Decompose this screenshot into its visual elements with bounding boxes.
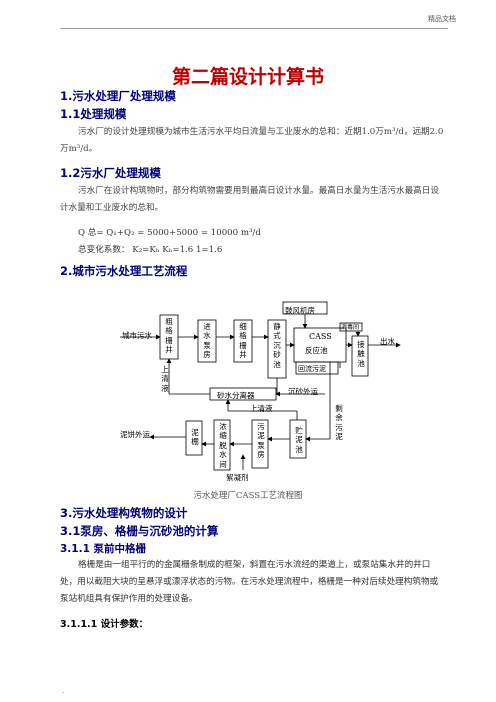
- label-supernatant-2: 上清液: [250, 404, 273, 413]
- label-lift-pump: 进水泵房: [202, 322, 212, 360]
- section-heading-1-2: 1.2污水厂处理规模: [60, 166, 161, 180]
- label-supernatant-1-char: 清: [161, 374, 169, 384]
- label-effluent: 出水: [380, 337, 395, 346]
- section-heading-3-1: 3.1泵房、格栅与沉砂池的计算: [60, 524, 219, 538]
- label-lift-pump-char: 水: [203, 331, 211, 341]
- section-1-2-text: 污水厂在设计构筑物时，部分构筑物需要用到最高日设计水量。最高日水量为生活污水最高…: [60, 186, 439, 213]
- label-grit-chamber-char: 静: [273, 322, 281, 331]
- label-fine-screen-char: 井: [239, 350, 247, 360]
- header-divider: [60, 28, 448, 29]
- label-dewatering-char: 水: [219, 450, 227, 460]
- label-city-sewage: 城市污水: [122, 331, 152, 340]
- label-sludge-tank-char: 泥: [295, 435, 303, 445]
- label-contact-tank-char: 接: [357, 340, 365, 349]
- section-3-1-1-text: 格栅是由一组平行的的金属栅条制成的框架，斜置在污水流经的渠道上，或泵站集水井的井…: [60, 560, 439, 604]
- label-disinfection-room: 消毒间: [341, 324, 360, 331]
- label-grit-chamber-char: 式: [273, 331, 281, 341]
- label-supernatant-1-char: 上: [161, 365, 169, 374]
- label-coarse-screen-char: 粗: [165, 317, 173, 326]
- label-excess-sludge-char: 污: [335, 422, 343, 432]
- formula-variation-factor: 总变化系数： K₂=Kₕ Kₕ=1.6 1=1.6: [78, 245, 223, 255]
- label-grit-out: 沉砂外运: [288, 387, 318, 396]
- label-fine-screen-char: 栅: [239, 340, 247, 350]
- label-dewatering-char: 间: [219, 459, 227, 469]
- label-coarse-screen: 粗格栅井: [164, 317, 174, 355]
- page-title: 第二篇设计计算书: [171, 66, 324, 88]
- label-fine-screen: 细格栅井: [238, 322, 248, 360]
- label-coarse-screen-char: 栅: [165, 335, 173, 345]
- label-sludge-pump-char: 房: [257, 450, 265, 460]
- label-cass: CASS: [309, 332, 332, 341]
- label-lift-pump-char: 房: [203, 350, 211, 360]
- section-heading-2: 2.城市污水处理工艺流程: [60, 264, 188, 278]
- label-sludge-tank-char: 贮: [295, 426, 303, 435]
- label-dewatering-char: 脱: [219, 440, 227, 450]
- label-grit-chamber: 静式沉砂池: [272, 322, 282, 369]
- label-cass-sub: 反应池: [305, 346, 328, 355]
- label-dosing: 絮凝剂: [226, 473, 249, 482]
- lift-pump-box: [197, 319, 217, 363]
- label-fine-screen-char: 细: [239, 322, 247, 331]
- label-coarse-screen-char: 井: [165, 345, 173, 355]
- label-dewatering-char: 缩: [219, 431, 227, 441]
- label-sludge-out: 泥饼外运: [120, 430, 150, 439]
- sludge-cake-box: [185, 420, 203, 456]
- label-sludge-pump: 污泥泵房: [256, 422, 266, 460]
- label-return-sludge: 回流污泥: [298, 365, 326, 373]
- label-grit-chamber-char: 池: [273, 359, 281, 369]
- label-lift-pump-char: 进: [203, 322, 211, 331]
- label-supernatant-1: 上清液: [160, 365, 170, 393]
- label-contact-tank-char: 触: [357, 349, 365, 359]
- label-sludge-tank: 贮泥池: [294, 426, 304, 454]
- disinfection-room-box: [339, 322, 363, 332]
- label-sludge-cake: 泥棚: [190, 428, 200, 447]
- section-1-1-text: 污水厂的设计处理规模为城市生活污水平均日流量与工业废水的总和：近期1.0万m³/…: [60, 127, 444, 154]
- label-sludge-pump-char: 泥: [257, 431, 265, 441]
- label-fine-screen-char: 格: [239, 331, 247, 341]
- label-sand-separator: 砂水分离器: [217, 391, 255, 400]
- label-excess-sludge: 剩余污泥: [334, 404, 344, 442]
- section-heading-3: 3.污水处理构筑物的设计: [60, 506, 188, 520]
- section-heading-3-1-1: 3.1.1 泵前中格栅: [60, 543, 147, 555]
- label-sludge-pump-char: 泵: [257, 440, 265, 450]
- diagram-caption: 污水处理厂CASS工艺流程图: [193, 491, 303, 501]
- section-heading-3-1-1-1: 3.1.1.1 设计参数：: [60, 619, 149, 630]
- footer-mark: .: [62, 686, 65, 695]
- label-sludge-cake-char: 棚: [191, 437, 199, 447]
- label-contact-tank-char: 池: [357, 358, 365, 368]
- label-sludge-cake-char: 泥: [191, 428, 199, 437]
- label-sludge-tank-char: 池: [295, 444, 303, 454]
- label-excess-sludge-char: 余: [335, 413, 343, 423]
- label-contact-tank: 接触池: [356, 340, 366, 368]
- label-dewatering: 浓缩脱水间: [218, 422, 228, 469]
- label-grit-chamber-char: 砂: [273, 350, 281, 360]
- label-dewatering-char: 浓: [219, 422, 227, 431]
- label-supernatant-1-char: 液: [161, 383, 169, 393]
- label-excess-sludge-char: 泥: [335, 432, 343, 442]
- label-sludge-pump-char: 污: [257, 422, 265, 431]
- section-heading-1: 1.污水处理厂处理规模: [60, 89, 176, 103]
- fine-screen-box: [233, 319, 253, 363]
- label-excess-sludge-char: 剩: [335, 404, 343, 413]
- header-label: 精品文档: [428, 15, 456, 23]
- return-sludge-box: [295, 361, 339, 375]
- label-coarse-screen-char: 格: [165, 326, 173, 336]
- formula-total-flow: Q 总= Q₁+Q₂ = 5000+5000 = 10000 m³/d: [78, 228, 261, 238]
- label-blower: 鼓风机房: [285, 306, 315, 315]
- section-heading-1-1: 1.1处理规模: [60, 107, 127, 121]
- label-grit-chamber-char: 沉: [273, 340, 281, 350]
- label-lift-pump-char: 泵: [203, 340, 211, 350]
